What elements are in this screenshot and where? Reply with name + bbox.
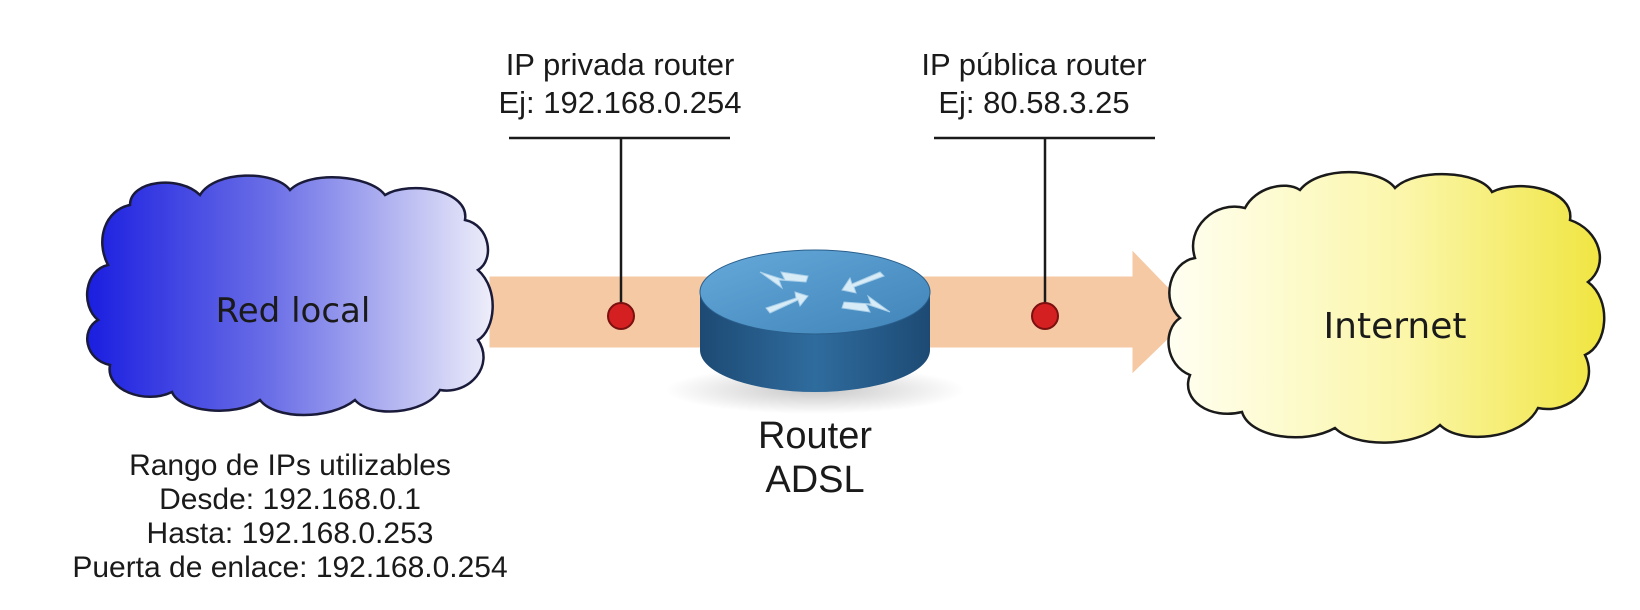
router-arrows-icon — [759, 271, 891, 314]
ip-range-title: Rango de IPs utilizables — [129, 449, 451, 482]
ip-range-info: Rango de IPs utilizables Desde: 192.168.… — [72, 449, 507, 584]
local-network-cloud — [85, 174, 494, 417]
internet-cloud — [1167, 170, 1606, 444]
public-ip-example: Ej: 80.58.3.25 — [938, 85, 1129, 120]
gateway-info: Puerta de enlace: 192.168.0.254 — [72, 551, 507, 584]
public-ip-connection-dot — [1031, 302, 1059, 330]
internet-label: Internet — [1324, 306, 1467, 347]
ip-range-to: Hasta: 192.168.0.253 — [147, 517, 434, 550]
router-label-line2: ADSL — [765, 459, 864, 501]
private-ip-example: Ej: 192.168.0.254 — [498, 85, 741, 120]
private-ip-title: IP privada router — [506, 47, 735, 82]
public-ip-title: IP pública router — [921, 47, 1146, 82]
private-ip-callout — [509, 136, 730, 330]
ip-range-from: Desde: 192.168.0.1 — [159, 483, 421, 516]
public-ip-callout — [934, 136, 1155, 330]
router — [665, 249, 965, 414]
router-label-line1: Router — [758, 415, 872, 457]
local-network-label: Red local — [216, 291, 371, 331]
private-ip-connection-dot — [607, 302, 635, 330]
